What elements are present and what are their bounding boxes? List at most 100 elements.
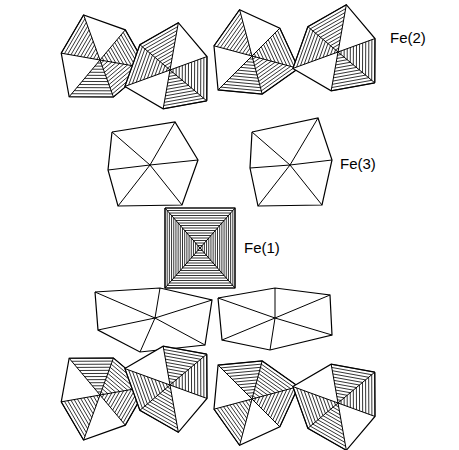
hatch-line bbox=[257, 51, 260, 58]
hatch-line bbox=[255, 59, 264, 65]
hatch-line bbox=[172, 280, 229, 281]
hatch-line bbox=[115, 42, 128, 64]
polyhedron-outline bbox=[293, 364, 375, 450]
hatch-line bbox=[167, 369, 185, 372]
hatch-line bbox=[246, 401, 250, 407]
polyhedron-edge bbox=[240, 399, 252, 445]
polyhedron-edge bbox=[218, 298, 275, 318]
hatch-line bbox=[213, 233, 214, 263]
fe3-pair-top bbox=[108, 118, 332, 206]
hatch-line bbox=[136, 51, 147, 82]
hatch-line bbox=[185, 64, 186, 82]
hatch-line bbox=[229, 79, 258, 82]
hatch-line bbox=[167, 83, 185, 86]
hatch-line bbox=[362, 43, 363, 73]
hatch-line bbox=[365, 42, 366, 75]
hatch-line bbox=[171, 216, 172, 281]
polyhedron-edge bbox=[218, 56, 252, 90]
polyhedron-edge bbox=[150, 165, 182, 205]
hatch-line bbox=[145, 406, 177, 424]
hatch-line bbox=[115, 390, 128, 412]
hatch-line bbox=[145, 31, 177, 49]
hatch-line bbox=[333, 377, 362, 382]
hatch-line bbox=[217, 13, 240, 46]
fe3-octahedron bbox=[250, 118, 332, 206]
hatch-line bbox=[176, 275, 224, 276]
hatch-line bbox=[336, 393, 347, 395]
hatch-line bbox=[227, 25, 244, 49]
polyhedron-edge bbox=[240, 10, 252, 56]
polyhedron-edge bbox=[140, 45, 170, 70]
hatch-line bbox=[214, 10, 240, 46]
hatch-line bbox=[328, 411, 341, 418]
hatch-line bbox=[142, 27, 177, 47]
hatch-line bbox=[167, 285, 233, 286]
hatch-line bbox=[147, 404, 176, 420]
hatch-line bbox=[218, 90, 262, 94]
polyhedron-edge bbox=[308, 403, 338, 428]
polyhedron-outline bbox=[293, 5, 375, 91]
hatch-line bbox=[82, 373, 108, 374]
polyhedron-edge bbox=[258, 165, 290, 206]
hatch-line bbox=[180, 225, 219, 226]
hatch-line bbox=[142, 408, 177, 428]
polyhedron-outline bbox=[165, 208, 235, 288]
hatch-line bbox=[335, 65, 353, 68]
polyhedron-edge bbox=[69, 60, 100, 97]
polyhedron-edge bbox=[275, 295, 330, 318]
hatch-line bbox=[102, 61, 108, 66]
hatch-line bbox=[69, 96, 113, 97]
hatch-line bbox=[85, 376, 107, 377]
hatch-line bbox=[104, 383, 115, 393]
hatch-line bbox=[165, 91, 194, 96]
hatch-line bbox=[197, 60, 198, 93]
hatch-line bbox=[259, 374, 283, 391]
hatch-line bbox=[169, 379, 176, 380]
hatch-line bbox=[104, 394, 108, 400]
hatch-line bbox=[241, 67, 256, 68]
hatch-line bbox=[140, 410, 178, 432]
hatch-line bbox=[218, 361, 262, 365]
hatch-line bbox=[254, 58, 260, 62]
hatch-line bbox=[230, 29, 245, 50]
hatch-line bbox=[188, 63, 189, 85]
hatch-line bbox=[313, 424, 345, 442]
polyhedron-outline bbox=[214, 361, 298, 445]
hatch-line bbox=[179, 67, 180, 78]
polyhedron-outline bbox=[125, 23, 207, 109]
hatch-line bbox=[335, 387, 353, 390]
hatch-line bbox=[68, 401, 87, 433]
hatch-line bbox=[85, 78, 107, 79]
hatch-line bbox=[195, 243, 196, 253]
hatch-line bbox=[257, 397, 260, 404]
hatch-line bbox=[90, 382, 105, 383]
hatch-line bbox=[147, 35, 176, 51]
hatch-line bbox=[331, 364, 375, 372]
polyhedron-edge bbox=[290, 118, 318, 165]
hatch-line bbox=[241, 386, 256, 387]
hatch-line bbox=[87, 397, 94, 410]
hatch-line bbox=[189, 235, 211, 236]
hatch-line bbox=[206, 57, 207, 101]
hatch-line bbox=[168, 372, 183, 375]
hatch-line bbox=[163, 101, 207, 109]
hatch-line bbox=[230, 405, 245, 426]
hatch-line bbox=[92, 69, 103, 70]
hatch-line bbox=[104, 55, 108, 61]
hatch-line bbox=[300, 389, 312, 424]
hatch-line bbox=[320, 418, 342, 431]
hatch-line bbox=[125, 369, 140, 411]
hatch-line bbox=[319, 41, 325, 58]
hatch-line bbox=[206, 354, 207, 398]
hatch-line bbox=[174, 278, 227, 279]
hatch-line bbox=[77, 87, 110, 88]
polyhedron-edge bbox=[125, 369, 170, 385]
hatch-line bbox=[169, 213, 170, 283]
hatch-line bbox=[304, 391, 315, 422]
hatch-line bbox=[232, 76, 258, 78]
hatch-line bbox=[221, 364, 261, 368]
hatch-line bbox=[246, 61, 253, 63]
hatch-line bbox=[151, 59, 157, 76]
hatch-line bbox=[233, 404, 246, 422]
hatch-line bbox=[224, 221, 225, 276]
